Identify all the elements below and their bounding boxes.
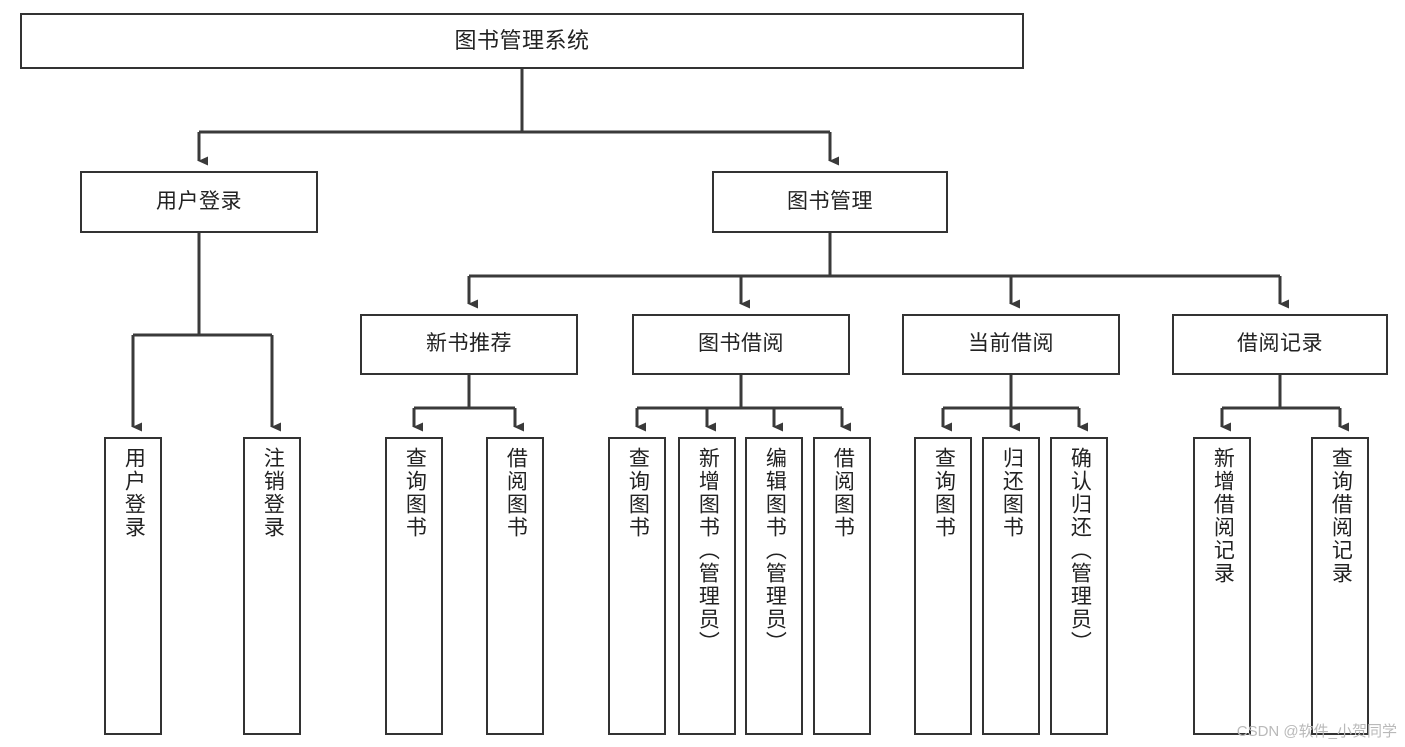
node-root-label: 图书管理系统 [454,28,590,54]
leaf-query-book-recommend[interactable]: 查询图书 [385,437,443,735]
leaf-user-login[interactable]: 用户登录 [104,437,162,735]
node-current-borrow[interactable]: 当前借阅 [902,314,1120,375]
node-root[interactable]: 图书管理系统 [20,13,1024,69]
leaf-label: 查询借阅记录 [1329,447,1353,585]
leaf-label: 注销登录 [261,447,285,539]
node-new-book-recommend-label: 新书推荐 [426,332,512,356]
leaf-add-book-admin[interactable]: 新增图书（管理员） [678,437,736,735]
leaf-confirm-return-admin[interactable]: 确认归还（管理员） [1050,437,1108,735]
node-current-borrow-label: 当前借阅 [968,332,1054,356]
node-user-login[interactable]: 用户登录 [80,171,318,233]
leaf-query-book-current[interactable]: 查询图书 [914,437,972,735]
leaf-edit-book-admin[interactable]: 编辑图书（管理员） [745,437,803,735]
node-book-borrow-label: 图书借阅 [698,332,784,356]
node-book-management[interactable]: 图书管理 [712,171,948,233]
node-new-book-recommend[interactable]: 新书推荐 [360,314,578,375]
leaf-logout-login[interactable]: 注销登录 [243,437,301,735]
leaf-label: 确认归还（管理员） [1068,447,1092,654]
node-user-login-label: 用户登录 [156,189,242,213]
leaf-label: 借阅图书 [831,447,855,539]
leaf-borrow-book-recommend[interactable]: 借阅图书 [486,437,544,735]
leaf-label: 新增图书（管理员） [696,447,720,654]
leaf-label: 编辑图书（管理员） [763,447,787,654]
leaf-return-book[interactable]: 归还图书 [982,437,1040,735]
leaf-label: 查询图书 [626,447,650,539]
node-borrow-record[interactable]: 借阅记录 [1172,314,1388,375]
node-book-borrow[interactable]: 图书借阅 [632,314,850,375]
leaf-label: 查询图书 [403,447,427,539]
leaf-label: 查询图书 [932,447,956,539]
leaf-label: 用户登录 [122,447,146,539]
leaf-label: 借阅图书 [504,447,528,539]
leaf-query-book-borrow[interactable]: 查询图书 [608,437,666,735]
leaf-borrow-book[interactable]: 借阅图书 [813,437,871,735]
leaf-query-borrow-record[interactable]: 查询借阅记录 [1311,437,1369,735]
node-borrow-record-label: 借阅记录 [1237,332,1323,356]
node-book-management-label: 图书管理 [787,189,873,213]
leaf-label: 新增借阅记录 [1211,447,1235,585]
leaf-label: 归还图书 [1000,447,1024,539]
leaf-add-borrow-record[interactable]: 新增借阅记录 [1193,437,1251,735]
csdn-watermark: CSDN @软件_小贺同学 [1236,723,1397,740]
